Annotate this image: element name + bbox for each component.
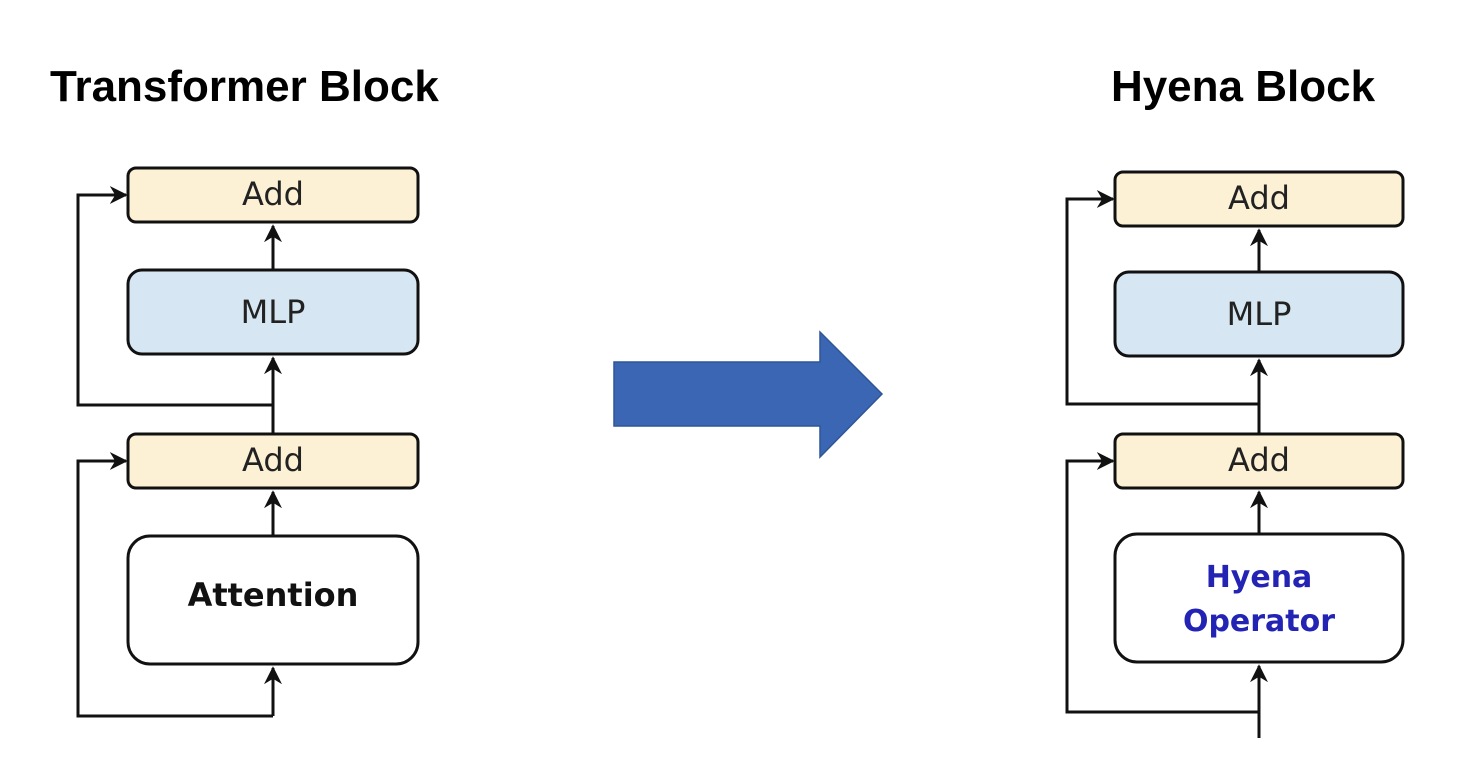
hyena-add-top-box (1113, 170, 1405, 228)
transformer-residual-2 (76, 186, 273, 407)
hyena-residual-1 (1065, 452, 1259, 714)
hyena-residual-2 (1065, 190, 1259, 406)
transformer-add-top-label: Add (242, 175, 304, 213)
transformer-mlp-label: MLP (241, 293, 306, 331)
transformer-add-bottom-label: Add (242, 441, 304, 479)
transformer-residual-1 (76, 452, 273, 718)
transformer-block-title: Transformer Block (50, 62, 439, 111)
hyena-operator-box (1113, 532, 1405, 664)
transformer-attention-label: Attention (188, 576, 359, 614)
hyena-operator-label-line1: Hyena (1206, 560, 1313, 595)
right-block-arrow-icon (613, 330, 884, 459)
transformer-add-top-box (126, 166, 420, 224)
hyena-operator-label-line2: Operator (1183, 604, 1335, 639)
hyena-add-top-label: Add (1228, 179, 1290, 217)
hyena-block: Hyena Block Add MLP Add Hyena Operator (1065, 62, 1405, 738)
transformer-block: Transformer Block Add MLP Add Attention (50, 62, 439, 718)
hyena-add-bottom-label: Add (1228, 441, 1290, 479)
hyena-mlp-label: MLP (1227, 295, 1292, 333)
hyena-block-title: Hyena Block (1111, 62, 1376, 111)
